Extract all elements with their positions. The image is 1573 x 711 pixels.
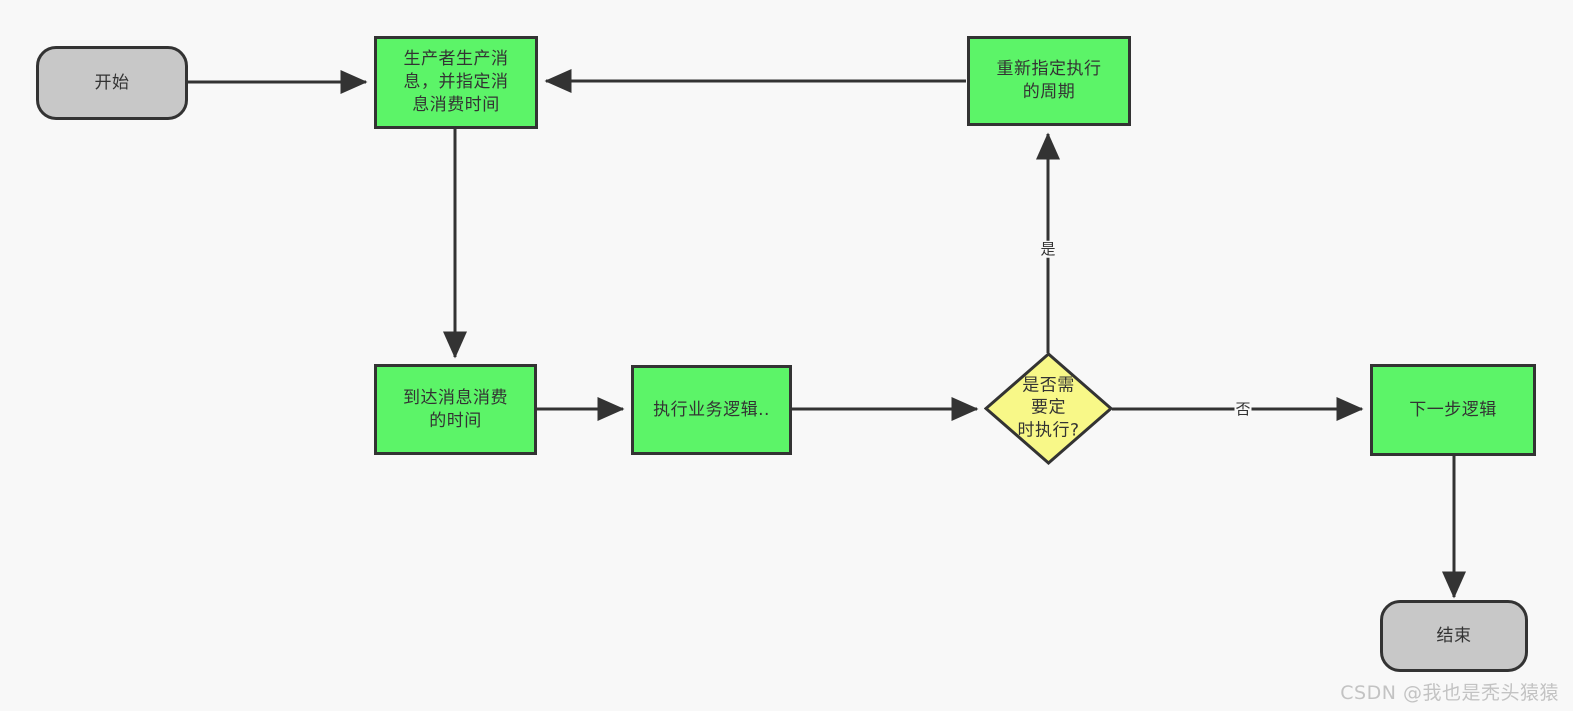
edge-label-no: 否 <box>1234 399 1252 418</box>
node-end-label: 结束 <box>1436 625 1472 646</box>
node-produce-message-label: 生产者生产消 息，并指定消 息消费时间 <box>403 49 509 115</box>
watermark: CSDN @我也是秃头猿猿 <box>1340 682 1559 704</box>
node-start-label: 开始 <box>94 72 130 93</box>
node-arrive-consume-time-label: 到达消息消费 的时间 <box>403 387 508 431</box>
node-decision-scheduled-label: 是否需要定 时执行? <box>1017 375 1080 441</box>
node-decision-scheduled[interactable]: 是否需要定 时执行? <box>984 352 1113 465</box>
node-business-logic-label: 执行业务逻辑.. <box>653 399 770 420</box>
decision-diamond-shape <box>984 352 1113 465</box>
node-next-step-logic[interactable]: 下一步逻辑 <box>1370 364 1536 456</box>
node-end[interactable]: 结束 <box>1380 600 1528 672</box>
node-business-logic[interactable]: 执行业务逻辑.. <box>631 365 792 455</box>
node-produce-message[interactable]: 生产者生产消 息，并指定消 息消费时间 <box>374 36 538 129</box>
edge-label-yes: 是 <box>1039 239 1057 258</box>
node-next-step-logic-label: 下一步逻辑 <box>1409 399 1497 420</box>
node-reschedule-period[interactable]: 重新指定执行 的周期 <box>967 36 1131 126</box>
node-arrive-consume-time[interactable]: 到达消息消费 的时间 <box>374 364 537 455</box>
node-reschedule-period-label: 重新指定执行 的周期 <box>996 59 1102 102</box>
node-start[interactable]: 开始 <box>36 46 188 120</box>
